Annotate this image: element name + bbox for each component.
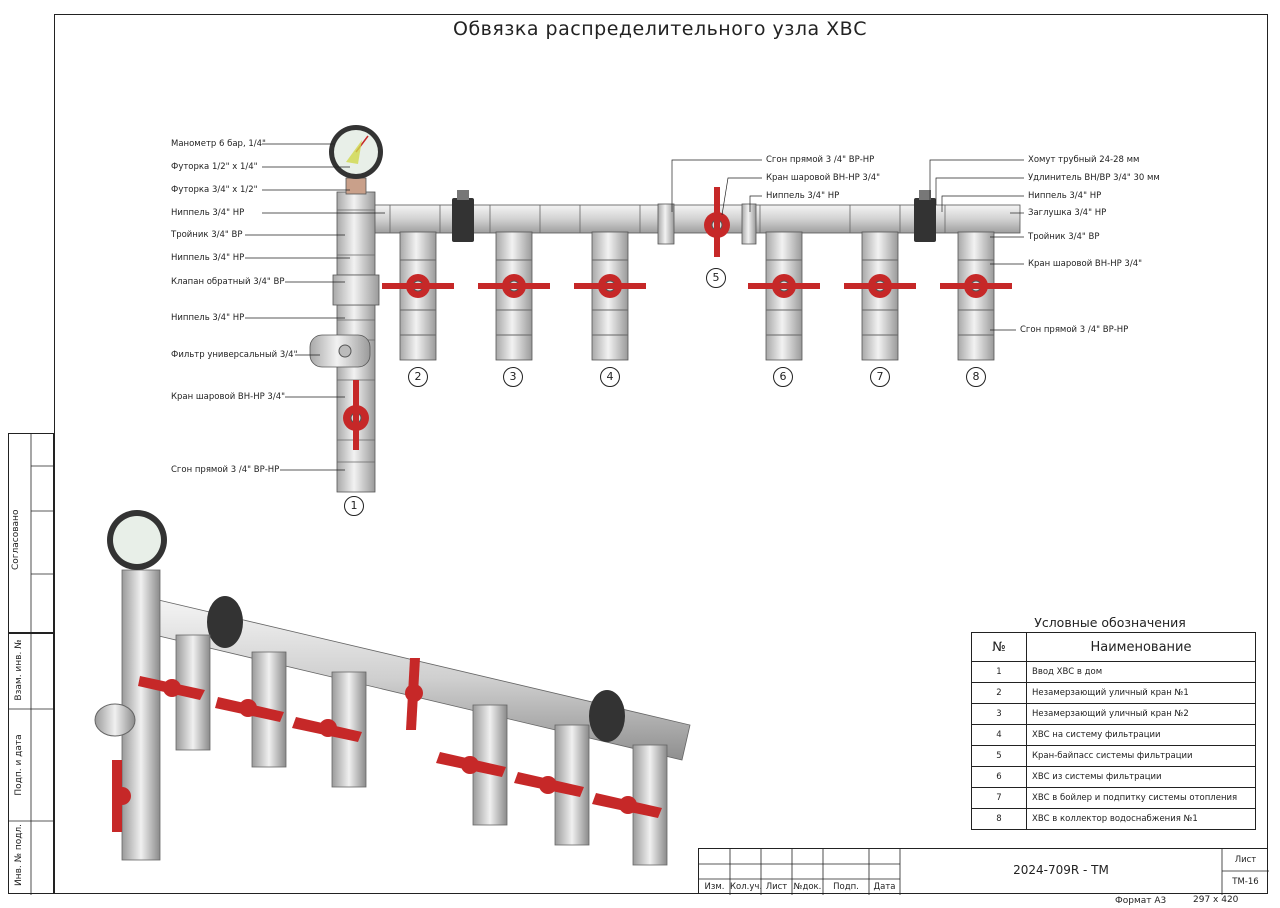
label-nipple-1: Ниппель 3/4" НР	[171, 208, 245, 218]
legend-row-name: Кран-байпасс системы фильтрации	[1026, 745, 1256, 767]
position-number-7: 7	[870, 367, 890, 387]
legend-title: Условные обозначения	[1034, 615, 1186, 630]
drawing-frame	[54, 14, 1268, 894]
label-nipple-2: Ниппель 3/4" НР	[171, 253, 245, 263]
legend-row-number: 5	[971, 745, 1027, 767]
position-number-1: 1	[344, 496, 364, 516]
stamp-document-code: 2024-709R - ТМ	[1013, 863, 1109, 877]
stamp-col-doc: №док.	[793, 882, 822, 892]
stamp-sheet-label: Лист	[1234, 855, 1257, 865]
side-strip-agreed	[8, 433, 55, 634]
legend-row-number: 6	[971, 766, 1027, 788]
label-nipple-right: Ниппель 3/4" НР	[1028, 191, 1102, 201]
position-number-2: 2	[408, 367, 428, 387]
legend-row-number: 1	[971, 661, 1027, 683]
label-pressure-gauge: Манометр 6 бар, 1/4"	[171, 139, 266, 149]
side-label-inv-orig: Инв. № подл.	[14, 823, 24, 887]
legend-col-name: Наименование	[1026, 632, 1256, 662]
label-bushing-1-2: Футорка 1/2" х 1/4"	[171, 162, 258, 172]
label-check-valve: Клапан обратный 3/4" ВР	[171, 277, 285, 287]
legend-row-number: 8	[971, 808, 1027, 830]
legend-row-name: Ввод ХВС в дом	[1026, 661, 1256, 683]
label-nipple-3: Ниппель 3/4" НР	[171, 313, 245, 323]
label-pipe-clamp: Хомут трубный 24-28 мм	[1028, 155, 1140, 165]
legend-col-number: №	[971, 632, 1027, 662]
label-extension: Удлинитель ВН/ВР 3/4" 30 мм	[1028, 173, 1160, 183]
label-ball-valve-inlet: Кран шаровой ВН-НР 3/4"	[171, 392, 286, 402]
legend-row-number: 3	[971, 703, 1027, 725]
label-union-bypass: Сгон прямой 3 /4" ВР-НР	[766, 155, 875, 165]
drawing-title: Обвязка распределительного узла ХВС	[453, 18, 867, 40]
stamp-col-count: Кол.уч.	[730, 882, 763, 892]
stamp-sheet-value: ТМ-16	[1232, 877, 1259, 887]
footer-format: Формат А3	[1115, 896, 1167, 906]
side-strip-signatures	[8, 633, 55, 895]
label-ball-valve-bypass: Кран шаровой ВН-НР 3/4"	[766, 173, 881, 183]
legend-header-row: № Наименование	[971, 632, 1256, 662]
position-number-8: 8	[966, 367, 986, 387]
stamp-col-date: Дата	[873, 882, 896, 892]
legend-row-name: ХВС из системы фильтрации	[1026, 766, 1256, 788]
position-number-4: 4	[600, 367, 620, 387]
stamp-col-sheet: Лист	[765, 882, 788, 892]
side-label-inv-replace: Взам. инв. №	[14, 639, 24, 701]
label-filter: Фильтр универсальный 3/4"	[171, 350, 298, 360]
side-label-sign-date: Подп. и дата	[14, 734, 24, 796]
label-tee: Тройник 3/4" ВР	[171, 230, 243, 240]
legend-row-number: 4	[971, 724, 1027, 746]
position-number-6: 6	[773, 367, 793, 387]
label-plug: Заглушка 3/4" НР	[1028, 208, 1107, 218]
legend-row-name: ХВС на систему фильтрации	[1026, 724, 1256, 746]
legend-row-name: Незамерзающий уличный кран №2	[1026, 703, 1256, 725]
label-ball-valve-outlet: Кран шаровой ВН-НР 3/4"	[1028, 259, 1143, 269]
side-label-agreed: Согласовано	[11, 509, 21, 570]
label-nipple-bypass: Ниппель 3/4" НР	[766, 191, 840, 201]
position-number-5: 5	[706, 268, 726, 288]
legend-row-number: 2	[971, 682, 1027, 704]
legend-row-number: 7	[971, 787, 1027, 809]
legend-row-name: Незамерзающий уличный кран №1	[1026, 682, 1256, 704]
label-tee-right: Тройник 3/4" ВР	[1028, 232, 1100, 242]
label-union-outlet: Сгон прямой 3 /4" ВР-НР	[1020, 325, 1129, 335]
title-stamp: Изм. Кол.уч. Лист №док. Подп. Дата 2024-…	[698, 848, 1269, 895]
legend-row-name: ХВС в бойлер и подпитку системы отоплени…	[1026, 787, 1256, 809]
legend-row-name: ХВС в коллектор водоснабжения №1	[1026, 808, 1256, 830]
label-union-inlet: Сгон прямой 3 /4" ВР-НР	[171, 465, 280, 475]
stamp-col-change: Изм.	[704, 882, 725, 892]
position-number-3: 3	[503, 367, 523, 387]
label-bushing-3-4: Футорка 3/4" х 1/2"	[171, 185, 258, 195]
stamp-col-sign: Подп.	[833, 882, 859, 892]
footer-size: 297 х 420	[1193, 895, 1239, 905]
